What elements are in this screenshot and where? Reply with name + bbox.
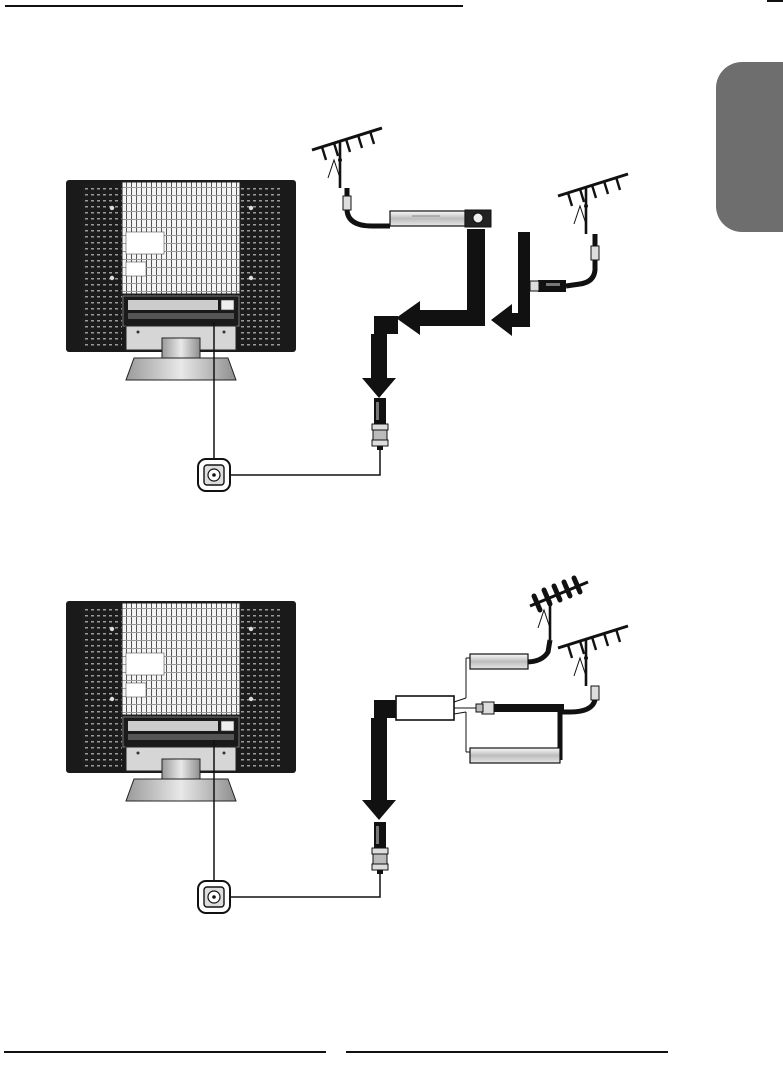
rf-plug-icon (530, 280, 566, 292)
tv-rear-panel (66, 180, 296, 380)
bottom-rule-left (4, 1051, 326, 1053)
antenna-icon (558, 174, 628, 234)
rf-plug-icon (372, 822, 388, 874)
arrow-icon (491, 232, 530, 336)
arrow-icon (362, 316, 398, 398)
arrow-icon (396, 229, 485, 335)
antenna-socket-icon (198, 459, 230, 491)
antenna-icon (558, 626, 628, 686)
diagram-1 (66, 128, 628, 491)
antenna-icon (312, 128, 382, 188)
arrow-icon (362, 700, 396, 820)
diagram-2 (66, 578, 628, 913)
amplifier-icon (390, 210, 491, 227)
combiner-icon (396, 696, 476, 720)
rf-plug-icon (372, 398, 388, 450)
rf-plug-icon (476, 702, 564, 714)
antenna-icon (530, 578, 588, 640)
tv-rear-panel (66, 601, 296, 801)
antenna-socket-icon (198, 881, 230, 913)
bottom-rule-right (346, 1051, 668, 1053)
